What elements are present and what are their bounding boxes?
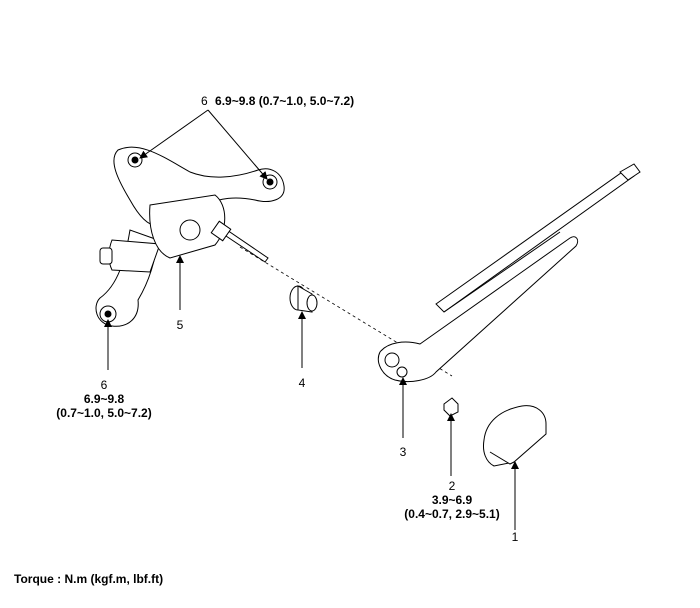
leader-6-top-left — [139, 109, 209, 159]
gearbox-hub — [179, 219, 201, 241]
shaft-collar — [210, 220, 232, 242]
callout-6-left: 6 6.9~9.8 (0.7~1.0, 5.0~7.2) — [56, 378, 151, 420]
torque-units-note: Torque : N.m (kgf.m, lbf.ft) — [14, 572, 164, 586]
callout-2-torque-line1: 3.9~6.9 — [431, 493, 473, 507]
wiper-motor-assembly — [95, 146, 285, 327]
callout-6-left-number: 6 — [100, 378, 108, 392]
callout-6-left-torque-line1: 6.9~9.8 — [83, 392, 125, 406]
callout-2-torque-line2: (0.4~0.7, 2.9~5.1) — [404, 507, 500, 521]
callout-6-top-number: 6 — [201, 94, 208, 108]
part-4-bushing — [289, 285, 318, 313]
callout-1: 1 — [511, 530, 519, 544]
wiper-arm-pivot-hole — [384, 352, 400, 368]
callout-4: 4 — [298, 376, 306, 390]
part-1-cover-cap — [483, 405, 547, 467]
part-2-nut — [443, 397, 459, 417]
callout-6-top-torque: 6.9~9.8 (0.7~1.0, 5.0~7.2) — [215, 94, 355, 108]
wiper-blade-tip — [619, 163, 641, 181]
callout-5: 5 — [176, 318, 184, 332]
wiper-arm-body — [377, 236, 579, 383]
part-3-wiper-arm — [377, 163, 641, 383]
callout-2: 2 3.9~6.9 (0.4~0.7, 2.9~5.1) — [404, 479, 499, 521]
callout-3: 3 — [399, 445, 407, 459]
callout-6-left-torque-line2: (0.7~1.0, 5.0~7.2) — [56, 406, 152, 420]
callout-6-top: 6 6.9~9.8 (0.7~1.0, 5.0~7.2) — [201, 94, 354, 108]
callout-2-number: 2 — [448, 479, 456, 493]
wiper-blade-rail — [435, 167, 635, 313]
leader-6-top-right — [207, 109, 268, 180]
motor-end-cap — [99, 247, 113, 265]
wiper-arm-nut-seat — [396, 366, 408, 378]
